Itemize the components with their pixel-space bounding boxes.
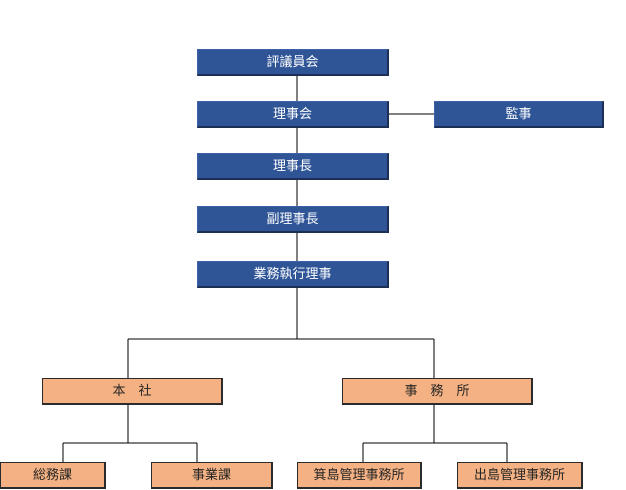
vice-chairman-box: 副理事長 (197, 206, 389, 233)
business-box: 事業課 (151, 462, 273, 489)
executive-director-box: 業務執行理事 (197, 261, 389, 288)
head-office-box: 本 社 (42, 378, 223, 405)
auditor-box: 監事 (434, 101, 604, 128)
chairman-box: 理事長 (197, 153, 389, 180)
dejima-office-box: 出島管理事務所 (457, 462, 583, 489)
board-box: 理事会 (197, 101, 389, 128)
council-box: 評議員会 (197, 49, 389, 76)
minoshima-office-box: 箕島管理事務所 (297, 462, 422, 489)
office-box: 事 務 所 (342, 378, 533, 405)
general-affairs-box: 総務課 (0, 462, 106, 489)
